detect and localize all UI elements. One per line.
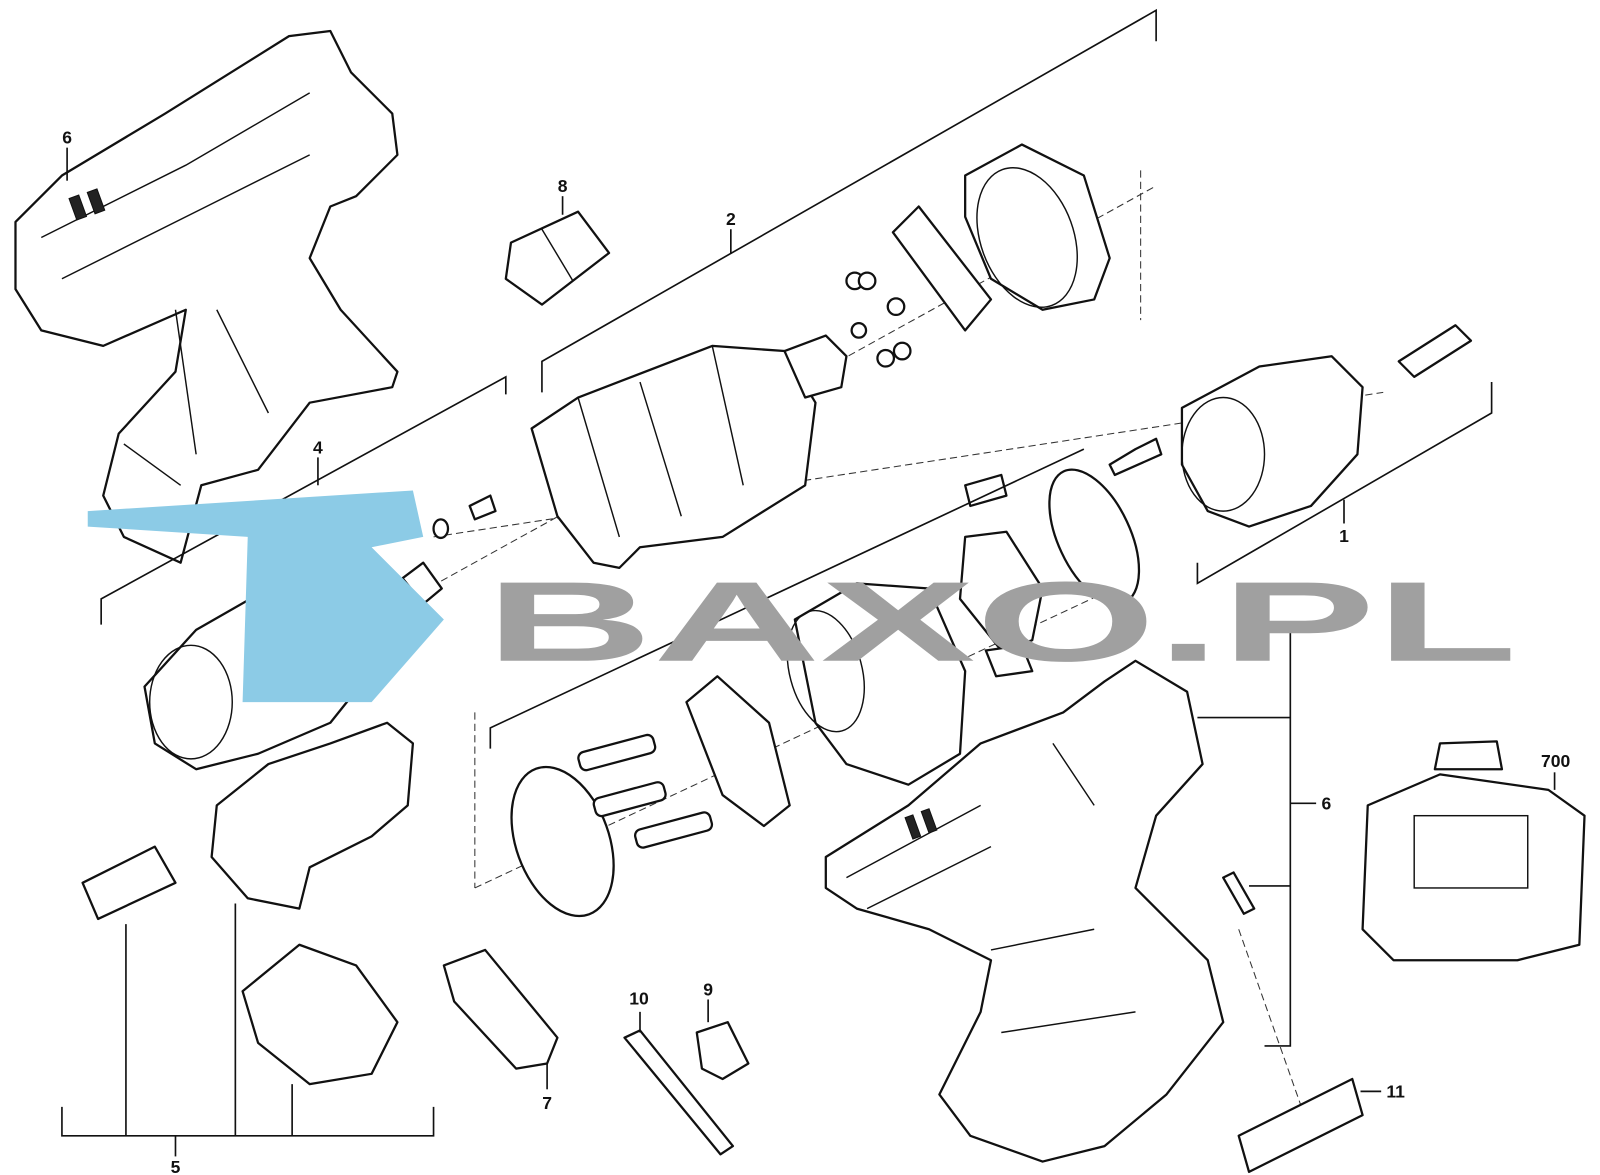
label-housing-main: 6: [1322, 793, 1332, 813]
belt-clip: [442, 948, 559, 1070]
gearbox-assembly: [530, 143, 1163, 570]
label-battery: 700: [1541, 751, 1571, 771]
drill-chuck: [1180, 324, 1473, 528]
label-nameplate: 11: [1386, 1082, 1405, 1102]
watermark: BAXO.PL: [87, 490, 1517, 703]
housing-half-main: [824, 659, 1256, 1163]
label-motor: 4: [313, 437, 323, 457]
label-switch-cap: 8: [558, 176, 568, 196]
label-bit-holder: 9: [703, 979, 713, 999]
switch-assembly: [81, 721, 415, 1086]
bit-holder: [695, 1021, 750, 1081]
screwdriver-bit: [623, 1029, 735, 1156]
nameplate: [1237, 1077, 1364, 1174]
leader-lines: [61, 8, 1556, 1157]
watermark-text: BAXO.PL: [485, 559, 1517, 686]
label-chuck: 1: [1339, 526, 1349, 546]
label-gearbox: 2: [726, 209, 736, 229]
label-switch-group: 5: [171, 1157, 181, 1175]
clutch-assembly: [510, 468, 1141, 918]
label-belt-clip: 7: [542, 1093, 552, 1113]
direction-switch-cap: [504, 210, 611, 306]
label-housing-top: 6: [62, 128, 72, 148]
battery-pack: [1361, 740, 1586, 962]
label-bit: 10: [629, 989, 649, 1009]
housing-half-top: [14, 29, 399, 564]
